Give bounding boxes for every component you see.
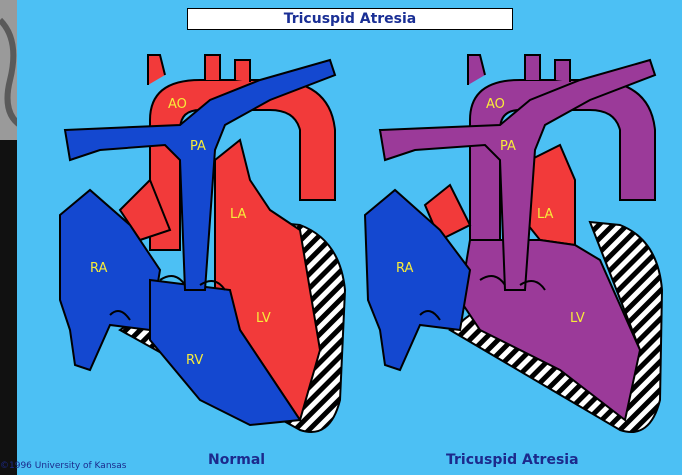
- copyright-notice: ©1996 University of Kansas: [0, 461, 126, 471]
- label-lv-atresia: LV: [570, 311, 585, 326]
- label-ra-atresia: RA: [396, 261, 414, 276]
- label-ao-atresia: AO: [486, 97, 505, 112]
- label-ra-normal: RA: [90, 261, 108, 276]
- label-la-normal: LA: [230, 207, 247, 222]
- label-pa-atresia: PA: [500, 139, 516, 154]
- label-lv-normal: LV: [256, 311, 271, 326]
- caption-tricuspid-atresia: Tricuspid Atresia: [446, 452, 579, 468]
- label-ao-normal: AO: [168, 97, 187, 112]
- label-rv-normal: RV: [186, 353, 203, 368]
- normal-heart: [60, 55, 345, 432]
- label-pa-normal: PA: [190, 139, 206, 154]
- label-la-atresia: LA: [537, 207, 554, 222]
- caption-normal: Normal: [208, 452, 265, 468]
- atresia-heart: [365, 55, 662, 432]
